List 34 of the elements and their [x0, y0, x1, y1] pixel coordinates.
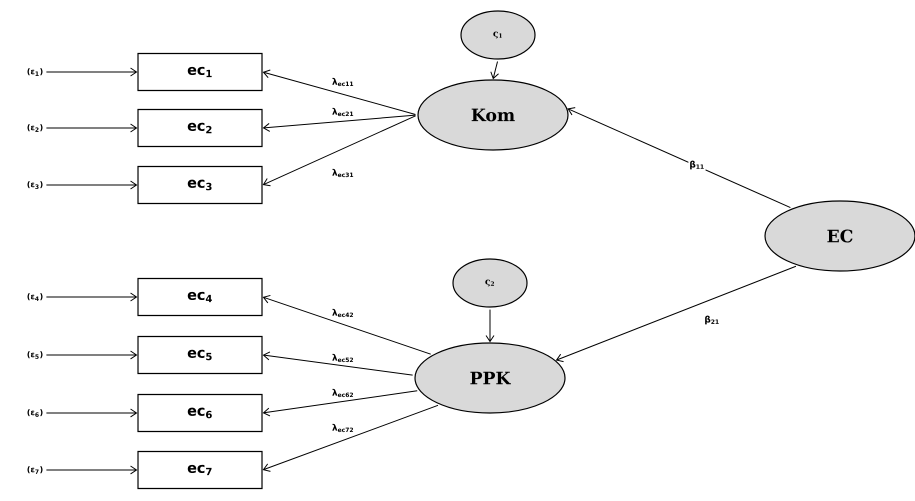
arrow: [262, 404, 439, 472]
edge-label: λ$_{ec42}$: [330, 308, 356, 318]
edge-label: β$_{11}$: [688, 160, 706, 170]
edge-label: λ$_{ec52}$: [330, 352, 356, 364]
arrow: [490, 61, 500, 80]
edge-label: λ$_{ec21}$: [330, 106, 356, 118]
arrow: [262, 115, 416, 186]
arrow: [46, 408, 138, 418]
arrow: [556, 266, 796, 362]
arrow: [46, 180, 138, 190]
indicator-box: ec$_{3}$: [137, 166, 263, 204]
edge-label: λ$_{ec31}$: [330, 168, 356, 178]
edge-label: β$_{21}$: [703, 314, 721, 326]
arrow: [262, 114, 416, 132]
indicator-box: ec$_{5}$: [137, 336, 263, 374]
arrow: [46, 68, 138, 76]
arrow: [46, 466, 138, 474]
arrow: [486, 309, 494, 342]
indicator-box: ec$_{4}$: [137, 278, 263, 316]
edge-label: λ$_{ec62}$: [330, 388, 356, 398]
arrow: [567, 107, 791, 208]
arrow: [262, 70, 416, 115]
edge-label: λ$_{ec11}$: [330, 76, 356, 88]
indicator-box: ec$_{7}$: [137, 450, 263, 490]
indicator-box: ec$_{6}$: [137, 394, 263, 432]
indicator-box: ec$_{1}$: [137, 52, 263, 92]
arrow: [46, 350, 138, 360]
arrow: [262, 351, 414, 376]
edge-label: λ$_{ec72}$: [330, 422, 356, 434]
arrow: [46, 292, 138, 302]
arrow: [46, 124, 138, 132]
indicator-box: ec$_{2}$: [137, 108, 263, 148]
arrow: [262, 294, 432, 355]
arrow: [262, 390, 418, 416]
